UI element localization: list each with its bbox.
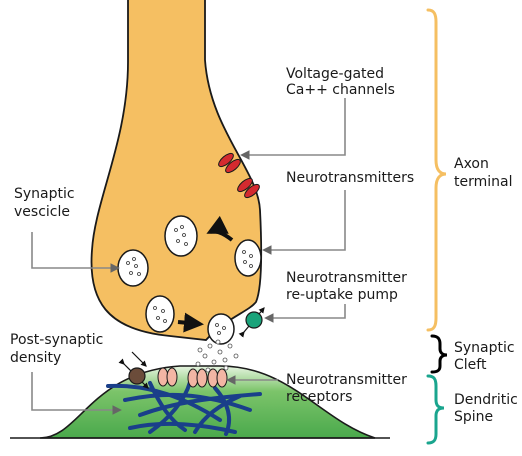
receptor-double-arrow xyxy=(132,352,146,366)
vesicle xyxy=(165,216,197,256)
label-receptors-1: Neurotransmitter xyxy=(286,372,407,388)
pointer-reuptake xyxy=(266,304,345,318)
label-axon: Axon xyxy=(454,156,489,172)
arrow-right xyxy=(178,322,200,324)
label-synaptic-cleft-1: Synaptic xyxy=(454,340,515,356)
vesicle xyxy=(118,250,148,286)
label-ca-channels: Ca++ channels xyxy=(286,82,395,98)
label-post-synaptic: Post-synaptic xyxy=(10,332,103,348)
dendritic-spine-brace xyxy=(428,376,444,443)
label-dendritic: Dendritic xyxy=(454,392,518,408)
label-neurotransmitters: Neurotransmitters xyxy=(286,170,414,186)
label-spine: Spine xyxy=(454,409,493,425)
synaptic-cleft-brace xyxy=(432,336,447,372)
pointer-ca-channels xyxy=(242,98,345,155)
label-synaptic: Synaptic xyxy=(14,186,75,202)
reuptake-pump xyxy=(244,308,264,332)
vesicle xyxy=(235,240,261,276)
vesicle xyxy=(146,296,174,332)
label-reuptake-2: re-uptake pump xyxy=(286,287,398,303)
label-synaptic-cleft-2: Cleft xyxy=(454,357,487,373)
axon-terminal-shape xyxy=(91,0,261,340)
axon-terminal-brace xyxy=(428,10,446,330)
pointer-neurotransmitters xyxy=(264,190,345,250)
label-vescicle: vescicle xyxy=(14,204,70,220)
label-density: density xyxy=(10,350,61,366)
label-reuptake-1: Neurotransmitter xyxy=(286,270,407,286)
label-terminal: terminal xyxy=(454,174,512,190)
vesicle-releasing xyxy=(208,314,234,344)
label-voltage-gated: Voltage-gated xyxy=(286,66,384,82)
label-receptors-2: receptors xyxy=(286,389,352,405)
